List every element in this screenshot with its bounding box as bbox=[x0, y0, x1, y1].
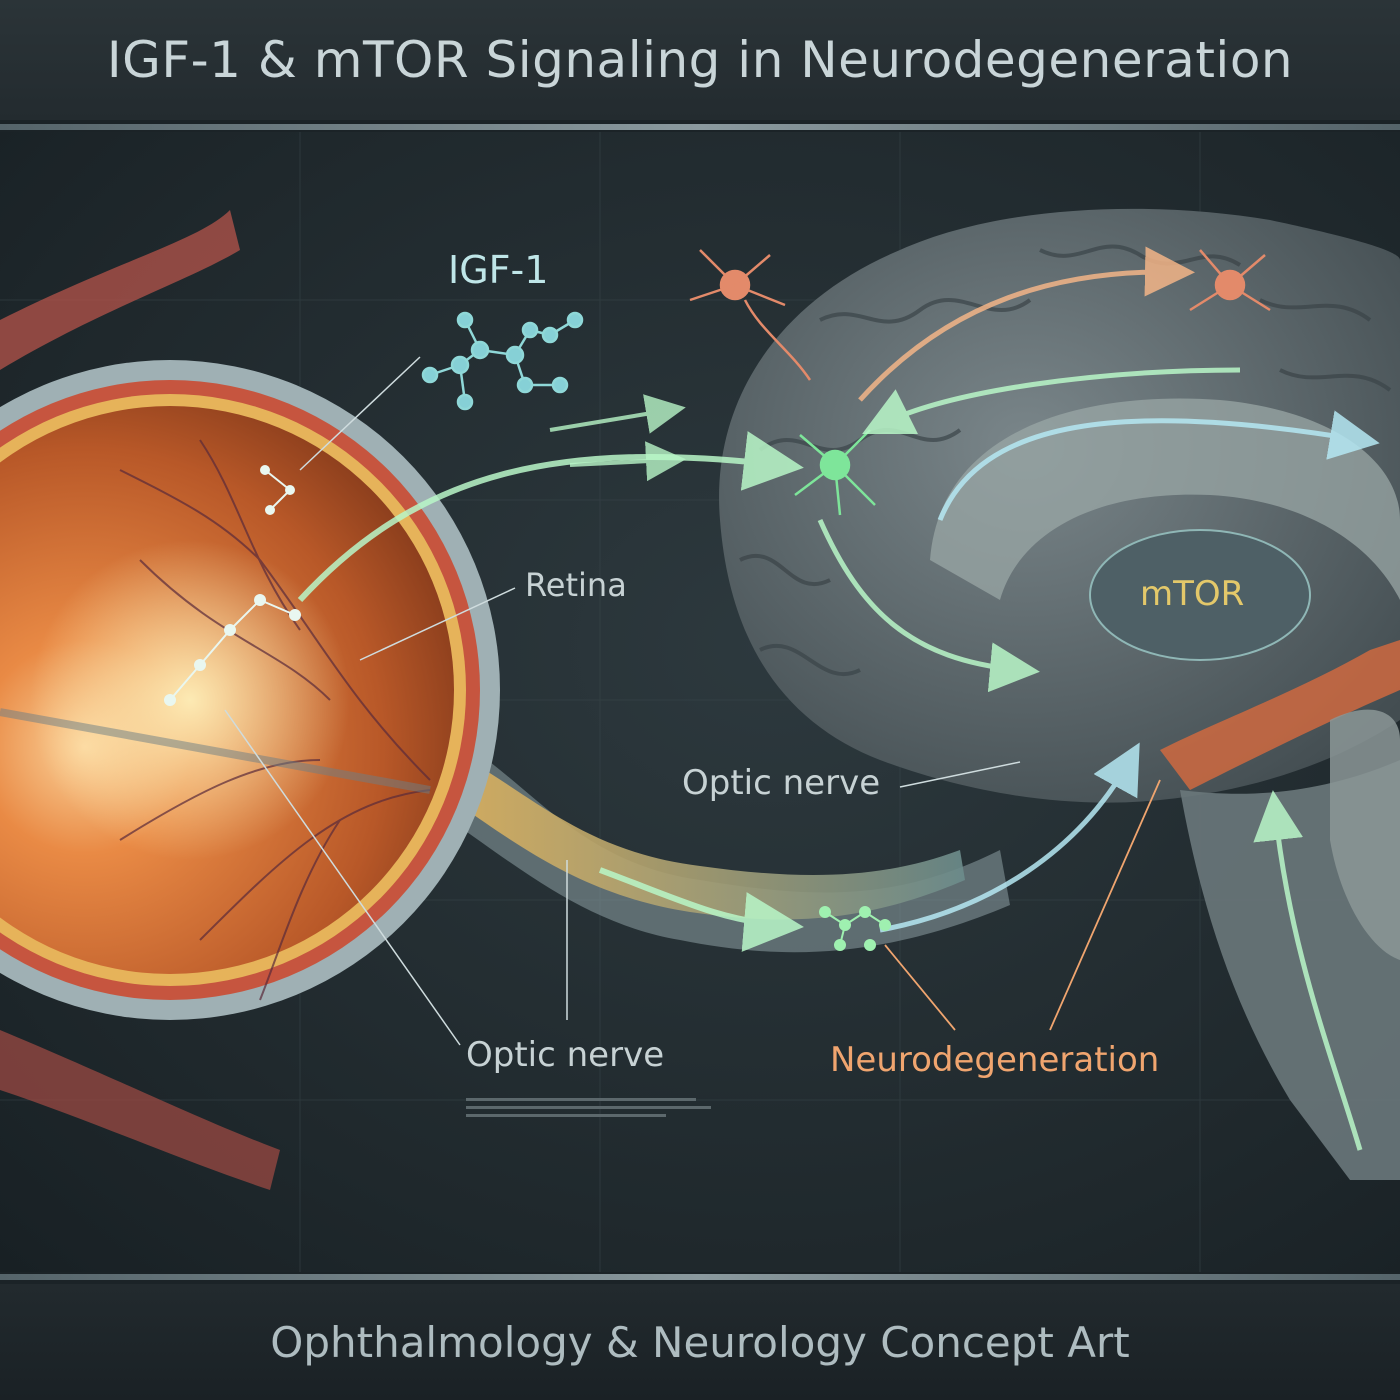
retina-label: Retina bbox=[525, 566, 627, 604]
optic-nerve-center-label: Optic nerve bbox=[682, 763, 881, 803]
title-bar: IGF-1 & mTOR Signaling in Neurodegenerat… bbox=[0, 0, 1400, 120]
fine-print-placeholder bbox=[466, 1095, 716, 1122]
igf1-molecule bbox=[421, 311, 584, 411]
optic-nerve-lower-leader-line bbox=[224, 709, 461, 1046]
igf1-molecule-retina bbox=[164, 465, 301, 706]
igf1-label: IGF-1 bbox=[448, 248, 549, 292]
neurodegeneration-label: Neurodegeneration bbox=[830, 1040, 1160, 1080]
neurodegeneration-leader-right bbox=[1049, 779, 1161, 1031]
page-title: IGF-1 & mTOR Signaling in Neurodegenerat… bbox=[106, 31, 1294, 89]
neurodegeneration-leader-left bbox=[884, 944, 956, 1031]
retina-leader-line bbox=[359, 587, 516, 661]
igf1-leader-line bbox=[299, 356, 421, 471]
cerebellum bbox=[1330, 709, 1400, 960]
optic-nerve bbox=[420, 740, 965, 920]
optic-nerve-lower-label: Optic nerve bbox=[466, 1035, 665, 1075]
illustration-panel: IGF-1 Retina Optic nerve Optic nerve Neu… bbox=[0, 132, 1400, 1272]
bottom-divider bbox=[0, 1274, 1400, 1280]
optic-nerve-center-leader-line bbox=[899, 761, 1021, 788]
arrow-cortex-to-midbrain bbox=[817, 518, 1040, 693]
arrow-optic-nerve bbox=[598, 867, 804, 952]
footer-bar: Ophthalmology & Neurology Concept Art bbox=[0, 1284, 1400, 1400]
macula-glow bbox=[30, 540, 350, 860]
arrow-brainstem-up bbox=[1253, 790, 1363, 1151]
arrow-blue-pathway bbox=[937, 410, 1380, 521]
arrow-igf1-lower bbox=[569, 441, 686, 482]
illustration-svg bbox=[0, 132, 1400, 1272]
footer-caption: Ophthalmology & Neurology Concept Art bbox=[270, 1317, 1130, 1367]
neuron-degenerating-right bbox=[1189, 249, 1271, 312]
arrow-to-thalamus bbox=[879, 742, 1140, 933]
neurodegeneration-region bbox=[1160, 640, 1400, 790]
arrow-degeneration-spread bbox=[858, 246, 1195, 402]
igf1-molecule-nerve bbox=[819, 906, 891, 951]
eye-muscle-bottom bbox=[0, 1030, 280, 1190]
arrow-retina-to-brain bbox=[297, 431, 804, 603]
retinal-vessels bbox=[119, 439, 431, 1001]
eye-muscle-top bbox=[0, 210, 240, 370]
top-divider bbox=[0, 124, 1400, 130]
mtor-label: mTOR bbox=[1140, 574, 1245, 614]
arrow-feedback bbox=[862, 367, 1241, 434]
arrow-igf1-upper bbox=[549, 394, 686, 434]
corpus-callosum bbox=[930, 398, 1400, 600]
eye-axis-band bbox=[0, 708, 431, 794]
neuron-degenerating-left bbox=[689, 249, 812, 381]
neuron-healthy bbox=[794, 429, 876, 516]
mtor-region bbox=[1089, 529, 1311, 661]
